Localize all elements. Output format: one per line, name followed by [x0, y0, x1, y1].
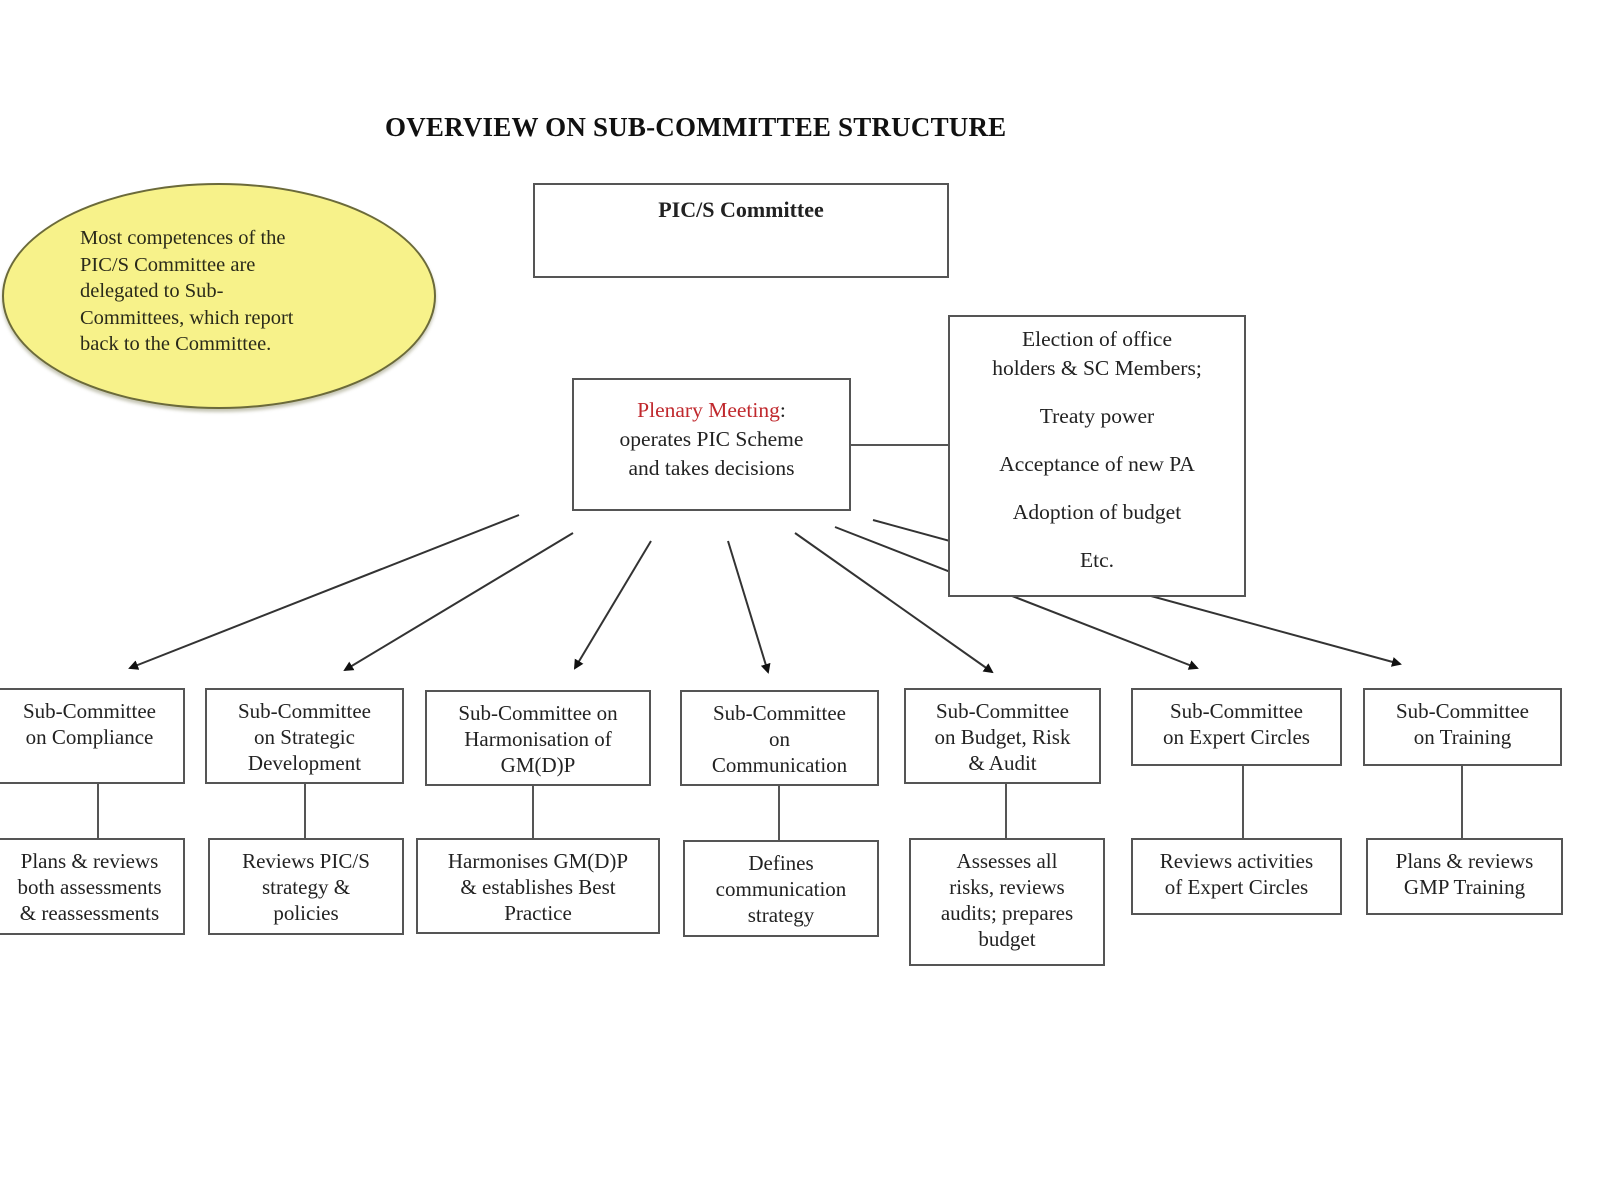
note-line: PIC/S Committee are: [80, 253, 256, 276]
power-item: Acceptance of new PA: [999, 452, 1195, 476]
subcommittee-name-line: on Compliance: [25, 725, 154, 749]
subcommittee-expert-circles-box: Sub-Committee on Expert Circles: [1131, 688, 1342, 766]
description-line: strategy &: [261, 875, 351, 899]
arrow-to-communication: [727, 540, 771, 674]
subcommittee-name-line: Sub-Committee: [713, 701, 846, 725]
description-line: Assesses all: [956, 849, 1058, 873]
power-item: Election of office: [1021, 327, 1173, 351]
description-line: Plans & reviews: [20, 849, 159, 873]
note-ellipse: [2, 183, 436, 409]
subcommittee-name-line: Sub-Committee: [23, 699, 156, 723]
subcommittee-harmonisation-box: Sub-Committee on Harmonisation of GM(D)P: [425, 690, 651, 786]
note-line: Committees, which report: [80, 306, 294, 329]
description-line: audits; prepares: [940, 901, 1074, 925]
description-line: Practice: [504, 901, 572, 925]
compliance-description-box: Plans & reviews both assessments & reass…: [0, 838, 185, 935]
subcommittee-name-line: Sub-Committee: [238, 699, 371, 723]
plenary-desc-line: operates PIC Scheme: [619, 427, 804, 451]
subcommittee-name-line: Sub-Committee: [1170, 699, 1303, 723]
arrow-to-strategic: [343, 532, 574, 672]
description-line: & reassessments: [19, 901, 160, 925]
power-item: holders & SC Members;: [992, 356, 1202, 380]
description-line: policies: [273, 901, 339, 925]
description-line: Defines: [748, 851, 814, 875]
harmonisation-description-box: Harmonises GM(D)P & establishes Best Pra…: [416, 838, 660, 934]
description-line: Reviews activities: [1159, 849, 1314, 873]
arrow-to-compliance: [128, 514, 520, 670]
subcommittee-name-line: & Audit: [968, 751, 1037, 775]
subcommittee-name-line: on Training: [1413, 725, 1512, 749]
subcommittee-name-line: on Strategic: [254, 725, 355, 749]
description-line: Plans & reviews: [1395, 849, 1534, 873]
subcommittee-communication-box: Sub-Committee on Communication: [680, 690, 879, 786]
power-item: Treaty power: [1039, 404, 1155, 428]
plenary-desc-line: and takes decisions: [628, 456, 795, 480]
subcommittee-name-line: on Expert Circles: [1163, 725, 1310, 749]
description-line: strategy: [747, 903, 815, 927]
subcommittee-name-line: Sub-Committee: [936, 699, 1069, 723]
note-text: Most competences of the PIC/S Committee …: [80, 225, 380, 358]
budget-description-box: Assesses all risks, reviews audits; prep…: [909, 838, 1105, 966]
description-line: Harmonises GM(D)P: [447, 849, 629, 873]
subcommittee-name-line: Sub-Committee: [1396, 699, 1529, 723]
note-line: Most competences of the: [80, 227, 286, 249]
strategic-description-box: Reviews PIC/S strategy & policies: [208, 838, 404, 935]
subcommittee-name-line: Harmonisation of: [464, 727, 612, 751]
subcommittee-name-line: on Budget, Risk: [934, 725, 1071, 749]
description-line: of Expert Circles: [1164, 875, 1309, 899]
subcommittee-budget-box: Sub-Committee on Budget, Risk & Audit: [904, 688, 1101, 784]
subcommittee-name-line: GM(D)P: [500, 753, 576, 777]
note-line: delegated to Sub-: [80, 280, 224, 302]
subcommittee-strategic-box: Sub-Committee on Strategic Development: [205, 688, 404, 784]
subcommittee-name-line: Sub-Committee on: [458, 701, 618, 725]
expert-circles-description-box: Reviews activities of Expert Circles: [1131, 838, 1342, 915]
description-line: & establishes Best: [460, 875, 616, 899]
subcommittee-name-line: on: [769, 727, 790, 751]
power-item: Etc.: [1079, 548, 1115, 572]
description-line: budget: [978, 927, 1036, 951]
description-line: GMP Training: [1403, 875, 1526, 899]
pics-committee-label: PIC/S Committee: [658, 197, 824, 222]
plenary-colon: :: [779, 398, 786, 422]
description-line: both assessments: [17, 875, 162, 899]
subcommittee-compliance-box: Sub-Committee on Compliance: [0, 688, 185, 784]
subcommittee-name-line: Communication: [711, 753, 848, 777]
plenary-meeting-label: Plenary Meeting: [637, 398, 780, 422]
arrow-to-harmonisation: [573, 540, 652, 670]
training-description-box: Plans & reviews GMP Training: [1366, 838, 1563, 915]
subcommittee-training-box: Sub-Committee on Training: [1363, 688, 1562, 766]
power-item: Adoption of budget: [1012, 500, 1182, 524]
subcommittee-name-line: Development: [247, 751, 362, 775]
pics-committee-box: PIC/S Committee: [533, 183, 949, 278]
diagram-title: OVERVIEW ON SUB-COMMITTEE STRUCTURE: [385, 112, 1007, 142]
communication-description-box: Defines communication strategy: [683, 840, 879, 937]
note-line: back to the Committee.: [80, 333, 272, 355]
description-line: communication: [715, 877, 847, 901]
description-line: Reviews PIC/S: [242, 849, 370, 873]
plenary-powers-box: Election of office holders & SC Members;…: [948, 315, 1246, 597]
plenary-meeting-box: Plenary Meeting: operates PIC Scheme and…: [572, 378, 851, 511]
description-line: risks, reviews: [949, 875, 1065, 899]
